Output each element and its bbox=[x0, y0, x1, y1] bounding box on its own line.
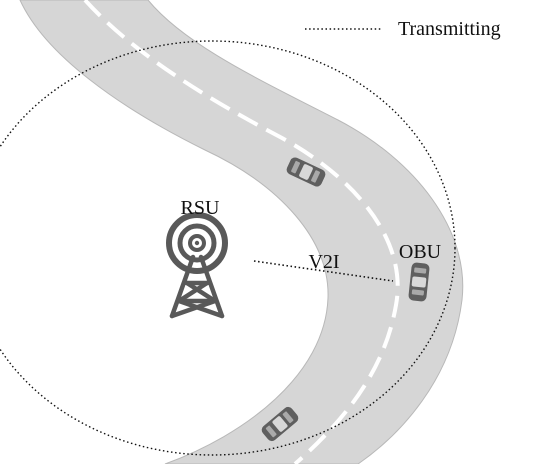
road bbox=[19, 0, 464, 464]
v2i-label: V2I bbox=[308, 251, 339, 273]
radio-tower-icon bbox=[166, 212, 228, 319]
car-icon bbox=[261, 406, 299, 442]
v2i-link bbox=[253, 260, 394, 282]
legend-label: Transmitting bbox=[398, 18, 501, 40]
obu-label: OBU bbox=[399, 241, 442, 263]
rsu-label: RSU bbox=[181, 197, 220, 219]
legend: Transmitting bbox=[305, 18, 501, 40]
lane-marking bbox=[83, 0, 400, 464]
car-icon bbox=[286, 157, 326, 187]
car-icon bbox=[408, 262, 430, 302]
coverage-range bbox=[0, 40, 456, 456]
